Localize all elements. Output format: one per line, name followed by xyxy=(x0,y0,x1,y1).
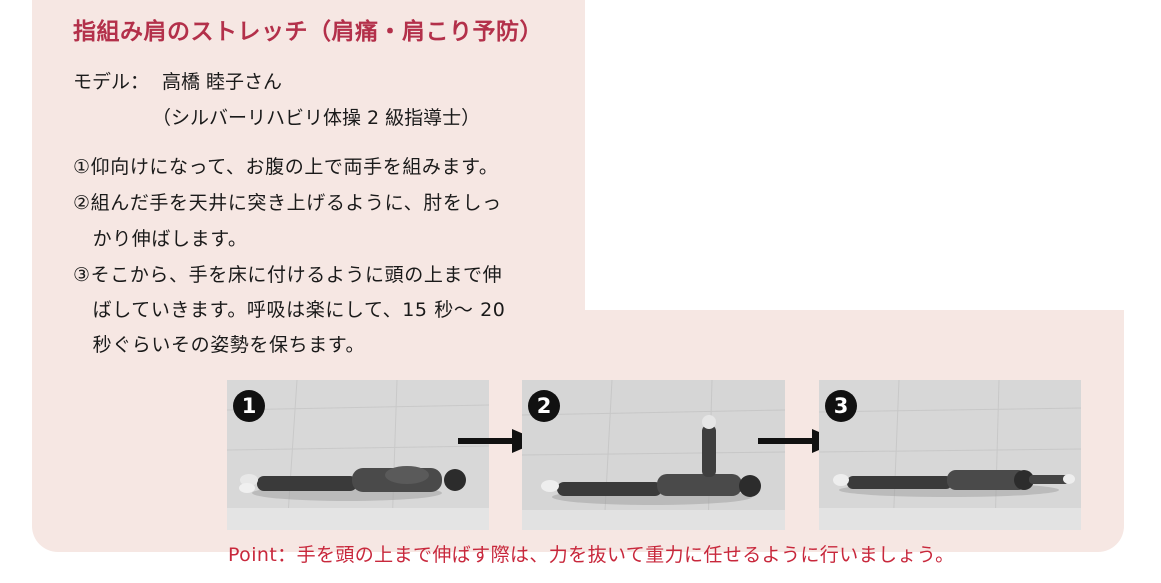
photo-step-3-image xyxy=(819,380,1081,530)
step-badge-2: 2 xyxy=(528,390,560,422)
photo-step-2-image xyxy=(522,380,785,530)
card-background-top xyxy=(32,0,585,330)
step-2-line-1: ②組んだ手を天井に突き上げるように、肘をしっ xyxy=(73,192,502,214)
photo-step-1: 1 xyxy=(227,380,489,530)
model-label: モデル： xyxy=(73,71,150,93)
model-qualification: （シルバーリハビリ体操 2 級指導士） xyxy=(152,107,481,129)
step-2-line-2: かり伸ばします。 xyxy=(73,228,248,250)
step-badge-3: 3 xyxy=(825,390,857,422)
photo-step-1-image xyxy=(227,380,489,530)
step-3-line-2: ばしていきます。呼吸は楽にして、15 秒〜 20 xyxy=(73,299,506,321)
point-note: Point：手を頭の上まで伸ばす際は、力を抜いて重力に任せるように行いましょう。 xyxy=(228,544,955,566)
step-1-line-1: ①仰向けになって、お腹の上で両手を組みます。 xyxy=(73,156,499,178)
step-badge-1: 1 xyxy=(233,390,265,422)
step-3-line-1: ③そこから、手を床に付けるように頭の上まで伸 xyxy=(73,264,503,286)
model-name: 高橋 睦子さん xyxy=(162,71,283,93)
photo-step-2: 2 xyxy=(522,380,785,530)
photo-step-3: 3 xyxy=(819,380,1081,530)
step-3-line-3: 秒ぐらいその姿勢を保ちます。 xyxy=(73,334,366,356)
card-title: 指組み肩のストレッチ（肩痛・肩こり予防） xyxy=(73,19,543,45)
